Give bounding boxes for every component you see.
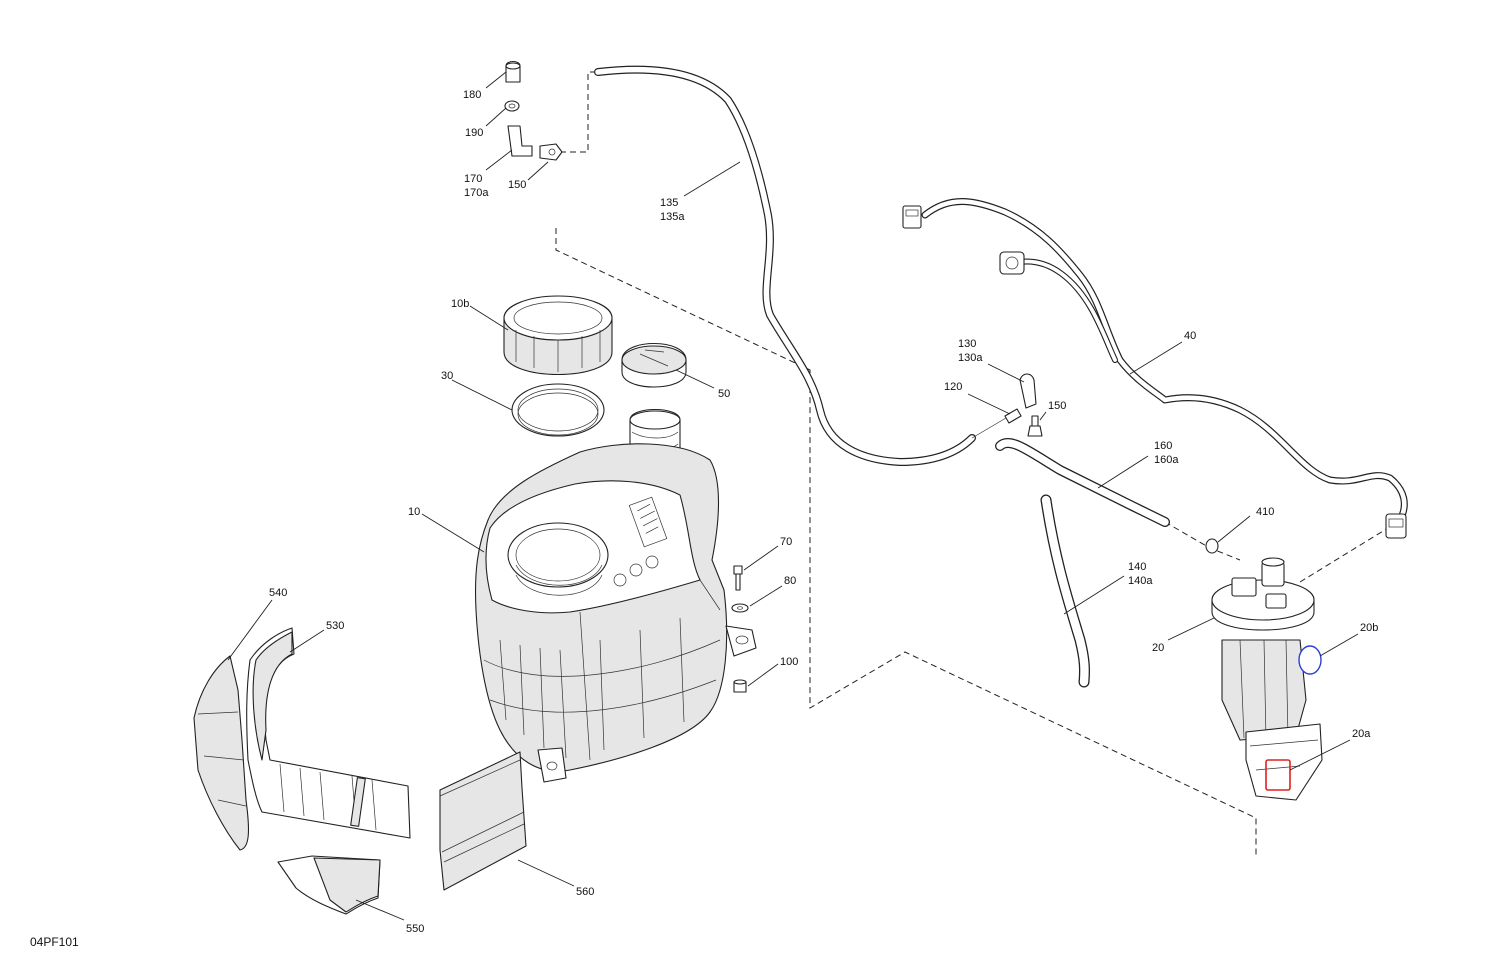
gasket-30	[511, 383, 605, 437]
callout-30: 30	[441, 370, 453, 382]
callout-560: 560	[576, 886, 594, 898]
bolt-70	[733, 565, 743, 591]
ring-nut-10b	[503, 295, 613, 375]
callout-10: 10	[408, 506, 420, 518]
callout-160: 160	[1154, 440, 1172, 452]
callout-150-top: 150	[508, 179, 526, 191]
callout-20a: 20a	[1352, 728, 1371, 740]
callout-40: 40	[1184, 330, 1196, 342]
harness-connector-upper	[902, 205, 922, 229]
grommet-100	[733, 679, 747, 693]
clamp-410	[1205, 538, 1219, 554]
valve-150-mid	[1027, 415, 1043, 437]
callout-540: 540	[269, 587, 287, 599]
harness-connector-mid	[999, 251, 1025, 275]
elbow-170	[507, 125, 533, 157]
callout-180: 180	[463, 89, 481, 101]
fitting-120	[971, 408, 1022, 439]
callout-20b: 20b	[1360, 622, 1378, 634]
callout-410: 410	[1256, 506, 1274, 518]
callout-140: 140	[1128, 561, 1146, 573]
callout-130: 130	[958, 338, 976, 350]
diagram-code: 04PF101	[30, 935, 79, 949]
pump-filter-20a	[1265, 759, 1291, 791]
elbow-130	[1019, 373, 1037, 409]
callout-10b: 10b	[451, 298, 469, 310]
callout-labels: 180 190 170 170a 150 135 135a 10b 30 50 …	[269, 89, 1378, 935]
heat-shield-530	[246, 627, 411, 839]
leader-lines	[227, 71, 1359, 921]
heat-shield-550	[277, 855, 381, 915]
wiring-harness-40	[902, 198, 1408, 539]
callout-135: 135	[660, 197, 678, 209]
callout-20: 20	[1152, 642, 1164, 654]
vent-hose-135	[594, 65, 976, 466]
fuel-pump-module-20	[1211, 557, 1323, 801]
callout-160a: 160a	[1154, 454, 1179, 466]
callout-170: 170	[464, 173, 482, 185]
valve-150-top	[539, 143, 563, 161]
heat-shield-560	[439, 751, 527, 891]
vent-connection-line	[560, 71, 598, 153]
callout-150-mid: 150	[1048, 400, 1066, 412]
callout-80: 80	[784, 575, 796, 587]
callout-170a: 170a	[464, 187, 489, 199]
callout-120: 120	[944, 381, 962, 393]
vent-cap-180	[505, 60, 521, 83]
harness-connector-pump	[1385, 513, 1407, 539]
fuel-cap-50	[621, 343, 687, 388]
assembly-outline	[555, 228, 1257, 855]
washer-80	[731, 603, 749, 613]
callout-100: 100	[780, 656, 798, 668]
callout-135a: 135a	[660, 211, 685, 223]
heat-shield-540	[193, 655, 250, 851]
pump-seal-20b	[1298, 645, 1322, 675]
fuel-tank-10	[474, 409, 757, 783]
callout-190: 190	[465, 127, 483, 139]
callout-70: 70	[780, 536, 792, 548]
callout-50: 50	[718, 388, 730, 400]
ring-190	[504, 100, 520, 112]
pump-axis-line-left	[1164, 521, 1241, 561]
fuel-hose-140	[1040, 494, 1090, 688]
callout-550: 550	[406, 923, 424, 935]
pump-axis-line-right	[1299, 527, 1389, 583]
fuel-hose-160	[995, 437, 1170, 527]
callout-130a: 130a	[958, 352, 983, 364]
callout-530: 530	[326, 620, 344, 632]
callout-140a: 140a	[1128, 575, 1153, 587]
